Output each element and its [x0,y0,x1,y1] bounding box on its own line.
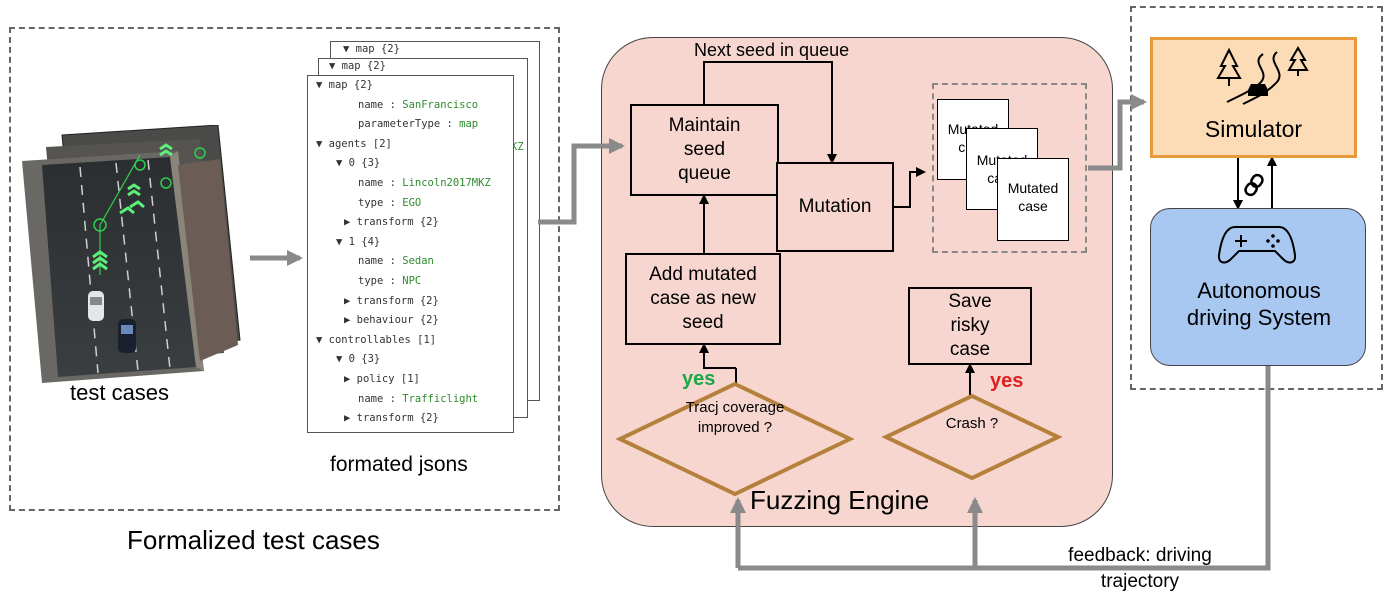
json-key: ▶ transform {2} [344,294,439,307]
arrow-cases-to-simulator [1088,94,1147,171]
crash-decision-text: Crash ? [945,415,999,432]
json-line: ▶ transform {2} [344,412,439,424]
json-line: type : NPC [358,275,421,287]
json-line: name : Lincoln2017MKZ [358,177,491,189]
json-line: ▶ policy [1] [344,373,420,385]
json-line: name : Sedan [358,255,434,267]
add-mutated-case-box: Add mutated case as new seed [625,253,781,345]
json-key: name : [358,255,403,268]
json-line: ▶ transform {2} [344,216,439,228]
ads-label: Autonomous driving System [1186,278,1332,330]
json-line: name : Trafficlight [358,393,478,405]
mutated-case-card: Mutated case [997,158,1069,241]
json-key: name : [358,392,403,405]
json-key: ▼ 0 {3} [336,353,381,366]
json-value: NPC [402,275,422,287]
json-value: EGO [402,196,422,209]
json-key: parameterType : [358,118,460,131]
json-key: ▼ 0 {3} [336,157,381,170]
next-seed-label: Next seed in queue [694,40,850,60]
json-key: ▶ transform {2} [344,412,439,425]
json-key: ▼ controllables [1] [316,333,437,346]
road-trees-icon [1216,46,1309,105]
json-back-line: ▼ map {2} [343,43,400,55]
arrow-json-to-engine [538,138,625,225]
feedback-line [738,365,1271,571]
json-line: ▶ transform {2} [344,295,439,307]
ads-box: Autonomous driving System [1150,208,1366,366]
gamepad-icon [1217,226,1297,264]
json-value: Trafficlight [402,392,479,405]
scene-frame-front [22,143,238,383]
coverage-decision-text: Tracj coverage improved ? [685,399,785,436]
json-line: ▼ 1 {4} [336,236,380,248]
arrow-next-seed [703,61,837,164]
feedback-label: feedback: driving trajectory [1068,545,1212,592]
json-key: ▼ map {2} [316,79,373,91]
json-key: type : [358,196,403,209]
json-peek-text: KZ [511,141,524,153]
json-line: ▶ behaviour {2} [344,314,439,326]
json-back-line: ▼ map {2} [329,60,386,72]
json-value: SanFrancisco [402,98,479,111]
json-document: ▼ map {2} name : SanFrancisco parameterTyp… [307,75,514,433]
arrow-coverage-yes-path [699,343,736,369]
formalized-test-cases-caption: Formalized test cases [127,525,380,555]
json-line: ▼ 0 {3} [336,157,380,169]
simulator-box: Simulator [1150,37,1357,158]
simulation-system-group [1130,6,1383,390]
fuzzing-engine-title: Fuzzing Engine [750,485,930,515]
formated-jsons-label: formated jsons [330,453,468,476]
formalized-test-cases-group [9,27,560,511]
json-line: parameterType : map [358,118,478,130]
json-key: ▶ behaviour {2} [344,314,439,327]
crash-decision-diamond [881,393,1063,481]
json-line: ▼ agents [2] [316,138,392,150]
json-line: ▼ controllables [1] [316,334,436,346]
json-line: name : SanFrancisco [358,99,478,111]
mutated-case-text: Mutated case [1007,180,1059,214]
link-icon [1244,173,1264,197]
coverage-decision-diamond [615,381,855,497]
save-risky-case-box: Save risky case [908,287,1032,365]
json-key: ▶ policy [1] [344,373,420,385]
json-value: map [459,118,479,131]
arrow-mutation-to-cases [893,167,926,208]
simulator-label: Simulator [1204,116,1303,142]
mutation-box: Mutation [776,162,894,252]
json-key: name : [358,98,403,111]
json-key: ▶ transform {2} [344,216,439,229]
json-line: ▼ map {2} [316,79,373,91]
yes-label-coverage: yes [682,368,716,390]
driving-scene-image [20,124,260,385]
json-key: name : [358,177,403,189]
maintain-seed-queue-box: Maintain seed queue [630,104,779,196]
json-line: ▼ 0 {3} [336,353,380,365]
mutated-cases-group [932,83,1087,253]
yes-label-crash: yes [990,370,1024,392]
json-key: ▼ agents [2] [316,137,392,150]
json-value: Sedan [402,255,434,268]
test-cases-label: test cases [70,380,170,405]
json-line: type : EGO [358,197,421,209]
json-key: type : [358,275,403,287]
json-key: ▼ 1 {4} [336,235,381,248]
json-value: Lincoln2017MKZ [402,177,491,189]
